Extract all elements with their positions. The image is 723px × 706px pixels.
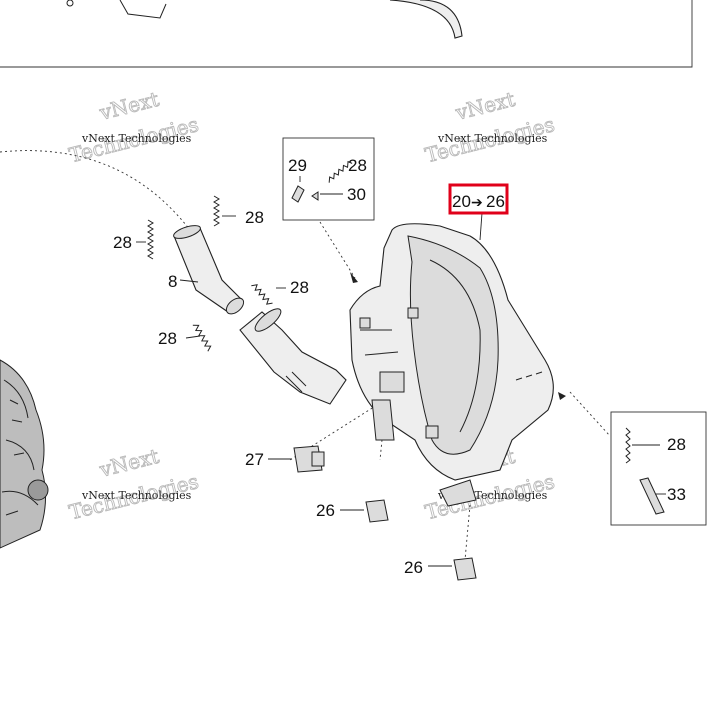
grommet-icon — [293, 445, 325, 473]
spring-icon — [625, 427, 631, 464]
svg-text:vNext: vNext — [96, 87, 161, 125]
watermark-1: vNext Technologies vNext Technologies — [66, 86, 201, 167]
bumper-icon — [453, 557, 477, 581]
bumper-icon — [365, 499, 389, 523]
callout-33: 33 — [667, 485, 686, 504]
watermark-2: vNext Technologies vNext Technologies — [422, 86, 557, 167]
callout-28-inset: 28 — [348, 156, 367, 175]
spring-icon — [213, 195, 220, 227]
callout-28: 28 — [158, 329, 177, 348]
callout-26: 26 — [316, 501, 335, 520]
arrow-head-inset — [350, 272, 358, 283]
upper-panel — [0, 0, 693, 68]
rivet-icon — [311, 191, 319, 201]
ref-from: 20 — [452, 192, 471, 211]
svg-text:vNext: vNext — [452, 87, 517, 125]
svg-text:vNext Technologies: vNext Technologies — [81, 132, 192, 145]
callout-28: 28 — [113, 233, 132, 252]
ref-to: 26 — [486, 192, 505, 211]
callout-labels: 29 28 30 28 28 8 28 28 27 26 26 28 33 — [113, 156, 686, 577]
spring-icon — [147, 219, 154, 260]
guide-line-top — [0, 150, 191, 231]
arrow-right-icon: ➔ — [471, 194, 483, 210]
arrow-head-right — [558, 392, 566, 400]
spring-icon — [192, 324, 212, 352]
muffler — [349, 223, 554, 507]
exhaust-pipe-lower — [239, 308, 347, 405]
svg-text:vNext: vNext — [96, 444, 161, 482]
highlighted-reference[interactable]: 20 ➔ 26 — [448, 183, 509, 215]
exhaust-pipe-upper — [173, 225, 245, 315]
callout-8: 8 — [168, 272, 177, 291]
inset-box-top — [282, 137, 375, 221]
guide-line-right — [569, 391, 611, 437]
callout-29: 29 — [288, 156, 307, 175]
guide-line-27 — [289, 399, 386, 461]
callout-27: 27 — [245, 450, 264, 469]
spring-icon — [251, 284, 273, 305]
callout-28: 28 — [290, 278, 309, 297]
svg-text:vNext Technologies: vNext Technologies — [437, 132, 548, 145]
clip-icon — [291, 185, 305, 203]
highlight-box — [448, 183, 509, 215]
inset-box-right — [610, 411, 707, 526]
svg-text:vNext Technologies: vNext Technologies — [81, 489, 192, 502]
bracket-icon — [639, 477, 665, 515]
callout-28: 28 — [245, 208, 264, 227]
guide-line-inset — [319, 221, 356, 279]
callout-28-right: 28 — [667, 435, 686, 454]
engine-fragment — [0, 359, 49, 549]
callout-26: 26 — [404, 558, 423, 577]
spring-icon — [328, 160, 353, 183]
callout-30: 30 — [347, 185, 366, 204]
watermark-3: vNext Technologies vNext Technologies — [66, 443, 201, 524]
guide-line-26b — [464, 504, 471, 561]
